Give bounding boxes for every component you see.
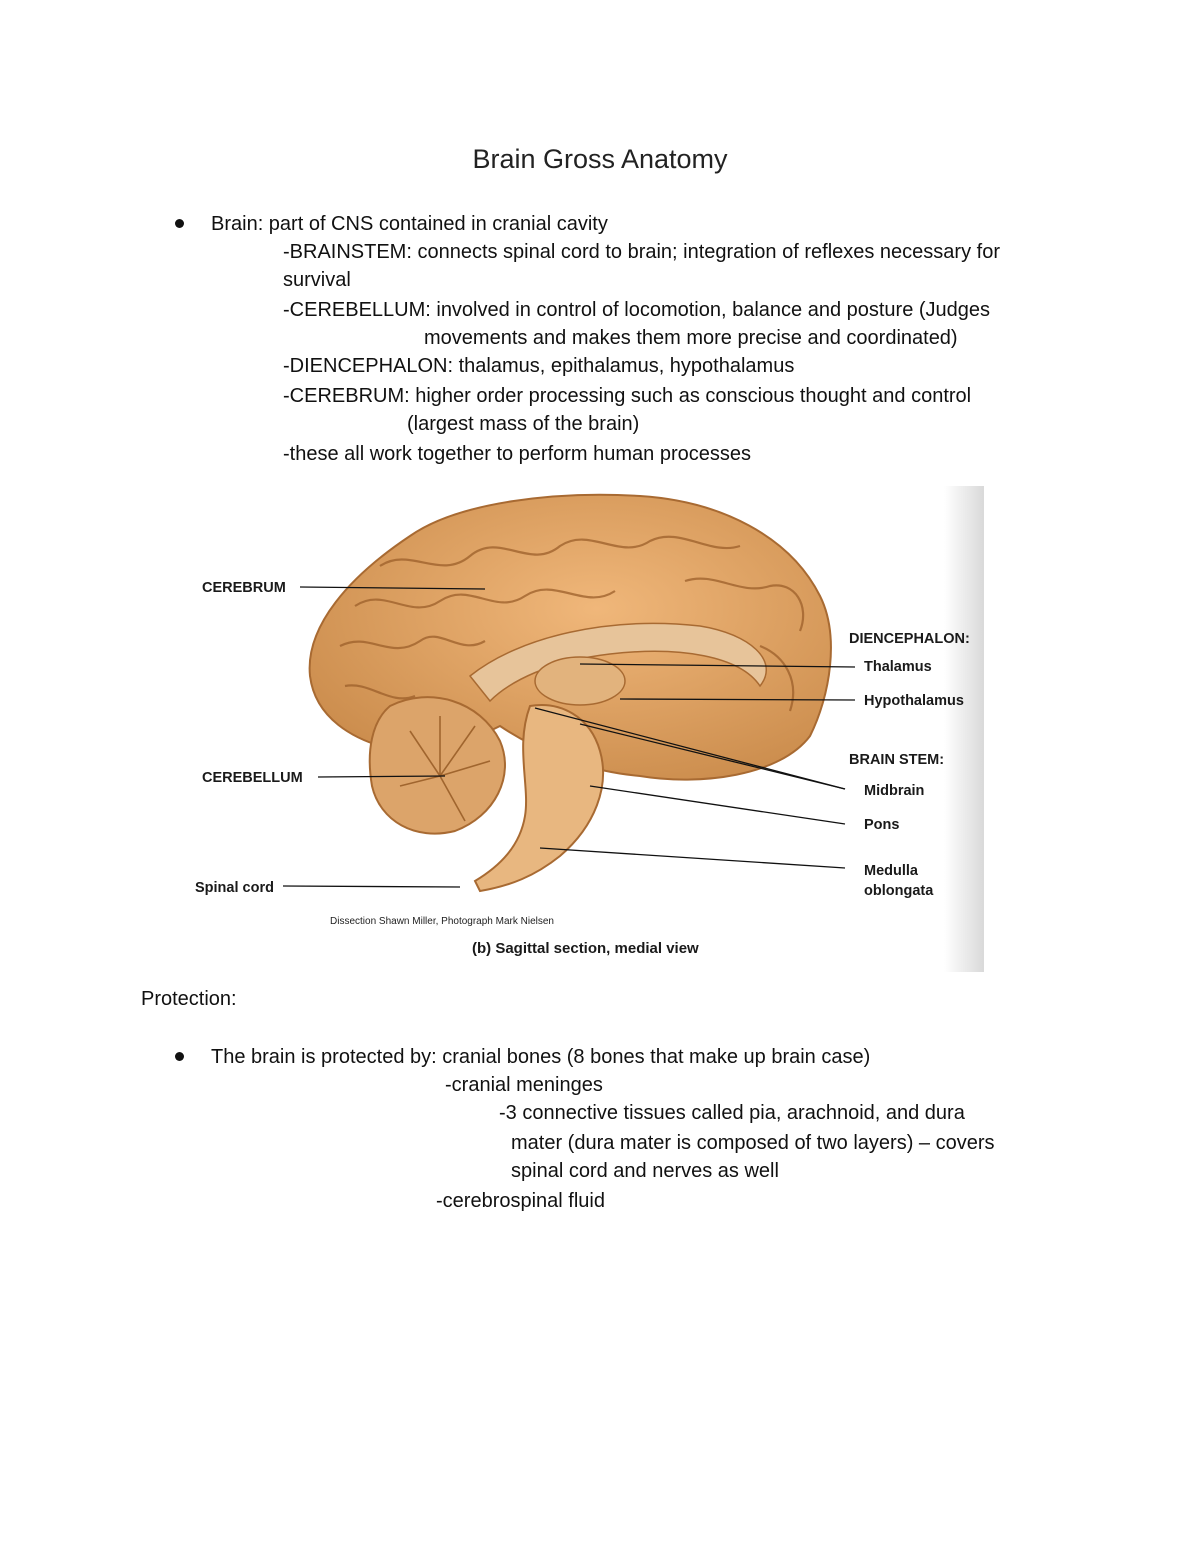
bullet-text-brain: Brain: part of CNS contained in cranial … xyxy=(211,213,608,235)
text-csf: -cerebrospinal fluid xyxy=(436,1190,605,1212)
label-thalamus: Thalamus xyxy=(864,659,932,675)
arbor-vitae xyxy=(399,716,491,822)
text-brainstem: -BRAINSTEM: connects spinal cord to brai… xyxy=(283,241,1000,263)
page-title: Brain Gross Anatomy xyxy=(472,144,728,174)
text-together: -these all work together to perform huma… xyxy=(283,443,751,465)
text-cerebrum: -CEREBRUM: higher order processing such … xyxy=(283,385,972,407)
text-cerebrum-cont: (largest mass of the brain) xyxy=(407,413,640,435)
label-spinal-cord: Spinal cord xyxy=(195,880,274,896)
bullet-text-protection: The brain is protected by: cranial bones… xyxy=(211,1046,871,1068)
label-cerebellum: CEREBELLUM xyxy=(202,770,303,786)
label-midbrain: Midbrain xyxy=(864,783,924,799)
page-shadow-edge xyxy=(944,486,984,972)
label-hypothalamus: Hypothalamus xyxy=(864,693,964,709)
cerebrum-gyri xyxy=(339,535,805,712)
text-cerebellum-cont: movements and makes them more precise an… xyxy=(424,327,958,349)
text-brainstem-cont: survival xyxy=(283,269,351,291)
label-pons: Pons xyxy=(864,817,899,833)
text-spinal-cord: spinal cord and nerves as well xyxy=(511,1160,779,1182)
brain-diagram: CEREBRUM CEREBELLUM Spinal cord DIENCEPH… xyxy=(195,486,984,972)
text-meninges: -cranial meninges xyxy=(445,1074,603,1096)
text-connective-tissues: -3 connective tissues called pia, arachn… xyxy=(499,1102,965,1124)
label-medulla-2: oblongata xyxy=(864,883,934,899)
bullet-dot xyxy=(175,1052,184,1061)
leader-lines xyxy=(282,586,856,888)
protection-heading: Protection: xyxy=(141,988,237,1010)
brain-sagittal-figure: CEREBRUM CEREBELLUM Spinal cord DIENCEPH… xyxy=(140,486,984,972)
label-diencephalon: DIENCEPHALON: xyxy=(849,631,970,647)
bullet-dot xyxy=(175,219,184,228)
text-dura-mater: mater (dura mater is composed of two lay… xyxy=(511,1132,995,1154)
label-medulla-1: Medulla xyxy=(864,863,919,879)
brain-stem-shape xyxy=(473,704,604,893)
text-cerebellum: -CEREBELLUM: involved in control of loco… xyxy=(283,299,991,321)
label-cerebrum: CEREBRUM xyxy=(202,580,286,596)
text-diencephalon: -DIENCEPHALON: thalamus, epithalamus, hy… xyxy=(283,355,795,377)
thalamus-shape xyxy=(534,656,626,706)
label-brain-stem: BRAIN STEM: xyxy=(849,752,944,768)
figure-caption: (b) Sagittal section, medial view xyxy=(472,940,699,957)
photo-credit: Dissection Shawn Miller, Photograph Mark… xyxy=(330,916,554,927)
